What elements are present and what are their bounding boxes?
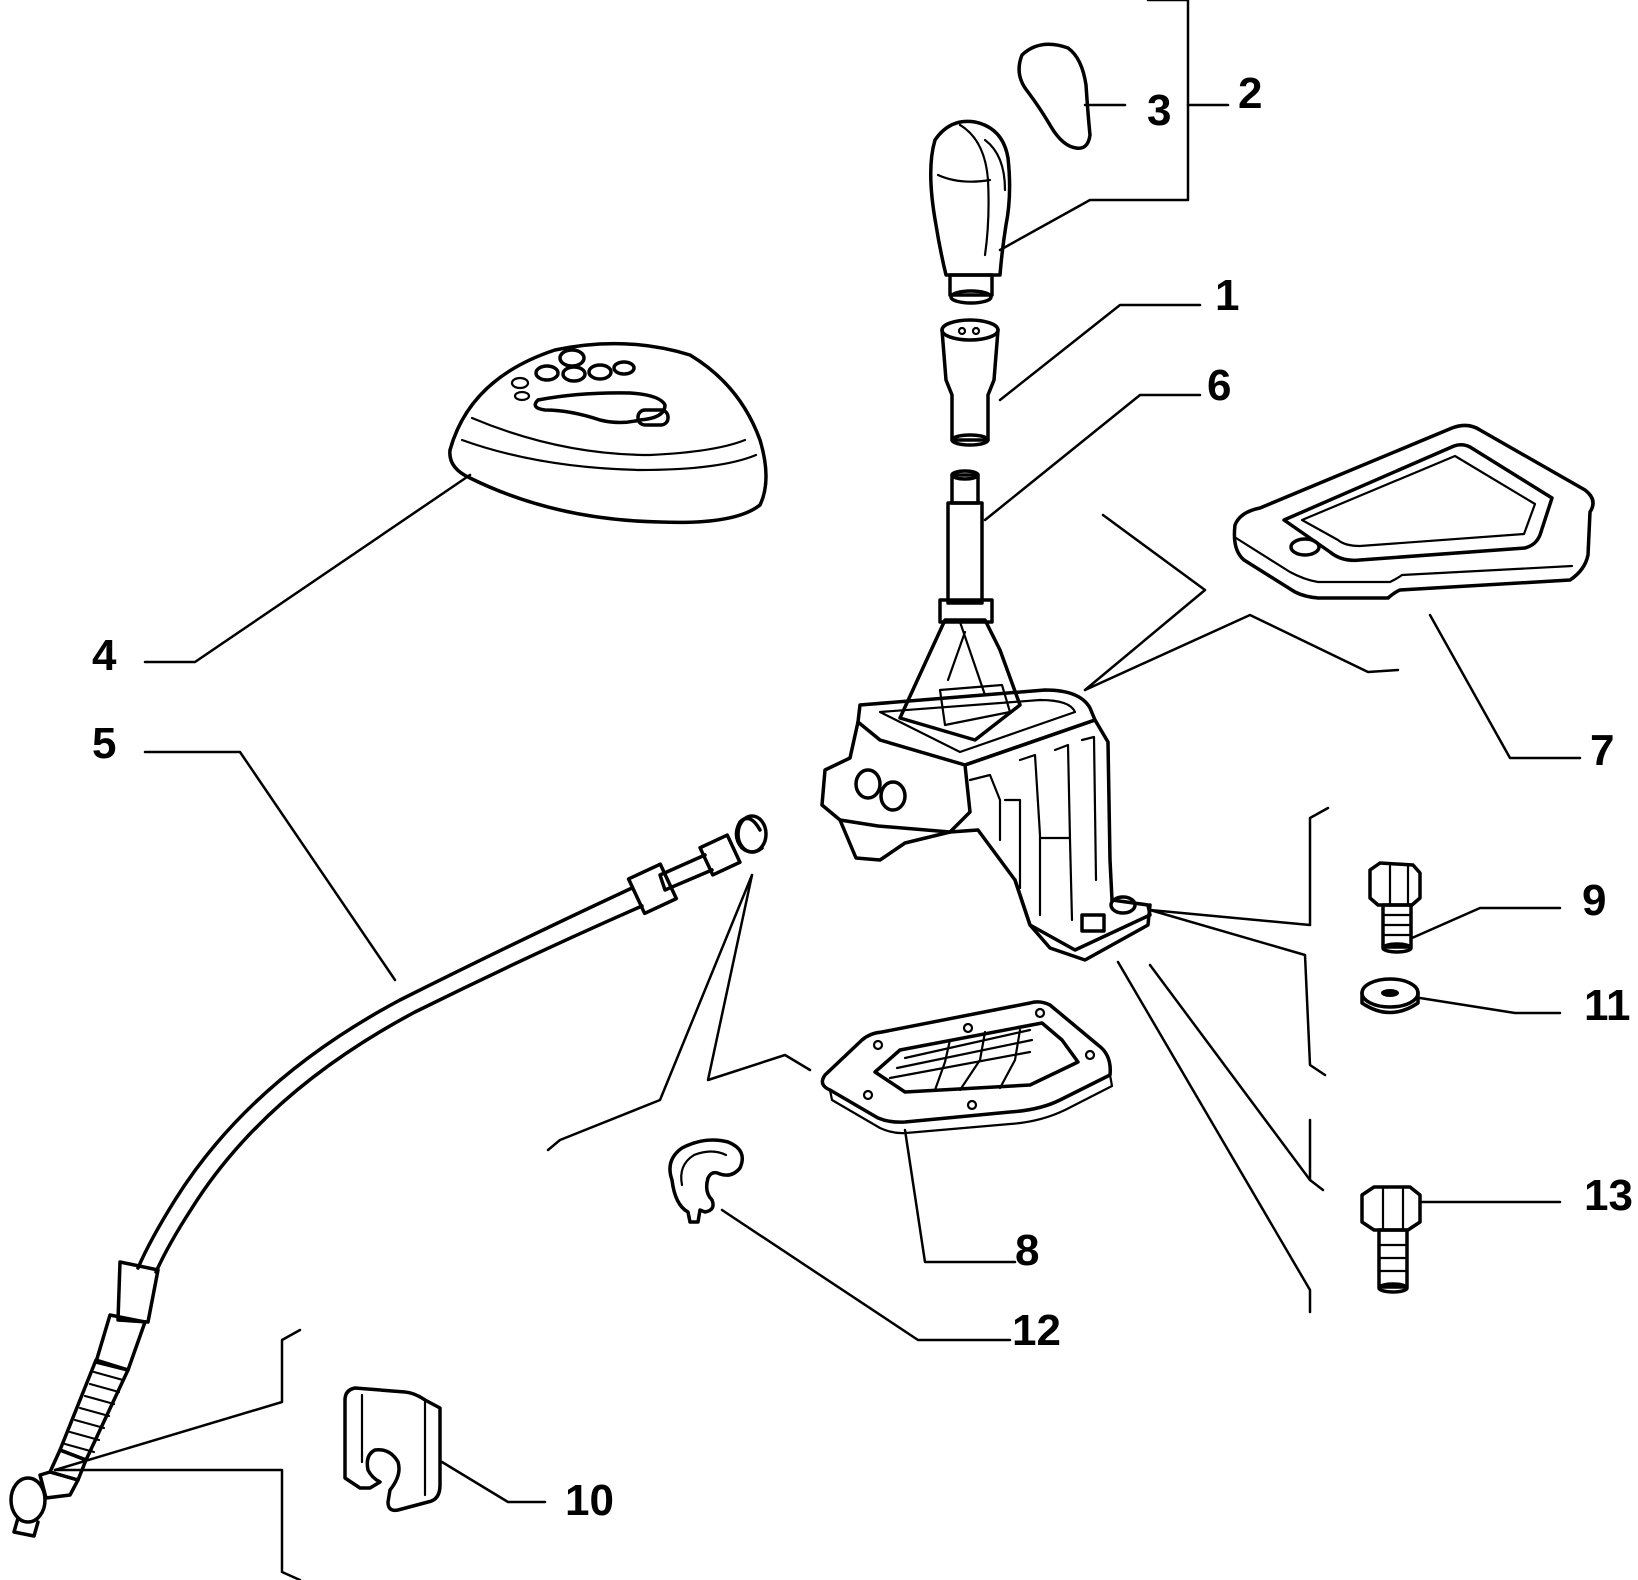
callout-labels: 1 2 3 4 5 6 7 8 9 10 11 12 13 [92, 69, 1633, 1525]
part-3-knob-insert [1017, 42, 1092, 150]
part-13-bolt [1360, 1185, 1422, 1294]
part-4-selector-cover [448, 341, 768, 525]
callout-8: 8 [1015, 1226, 1039, 1275]
callout-7: 7 [1590, 726, 1614, 775]
callout-10: 10 [565, 1476, 614, 1525]
callout-3: 3 [1147, 86, 1171, 135]
callout-13: 13 [1584, 1171, 1633, 1220]
part-5-gear-cable [9, 814, 768, 1538]
part-6-shift-lever [938, 469, 994, 624]
part-10-retaining-clip [343, 1386, 442, 1513]
part-12-clip [668, 1138, 744, 1224]
part-9-bolt [1368, 861, 1422, 954]
callout-9: 9 [1582, 876, 1606, 925]
callout-4: 4 [92, 631, 117, 680]
callout-11: 11 [1584, 981, 1631, 1030]
gear-selector-housing [820, 618, 1152, 962]
part-1-adapter-sleeve [940, 318, 1000, 447]
callout-2: 2 [1238, 69, 1262, 118]
callout-1: 1 [1215, 271, 1239, 320]
leader-lines [53, 0, 1582, 1580]
part-8-gate-plate [820, 1000, 1114, 1135]
part-2-gear-knob [929, 119, 1012, 305]
callout-12: 12 [1012, 1306, 1061, 1355]
callout-6: 6 [1207, 361, 1231, 410]
part-11-washer [1360, 977, 1420, 1015]
callout-5: 5 [92, 719, 116, 768]
part-7-gasket [1232, 423, 1595, 600]
